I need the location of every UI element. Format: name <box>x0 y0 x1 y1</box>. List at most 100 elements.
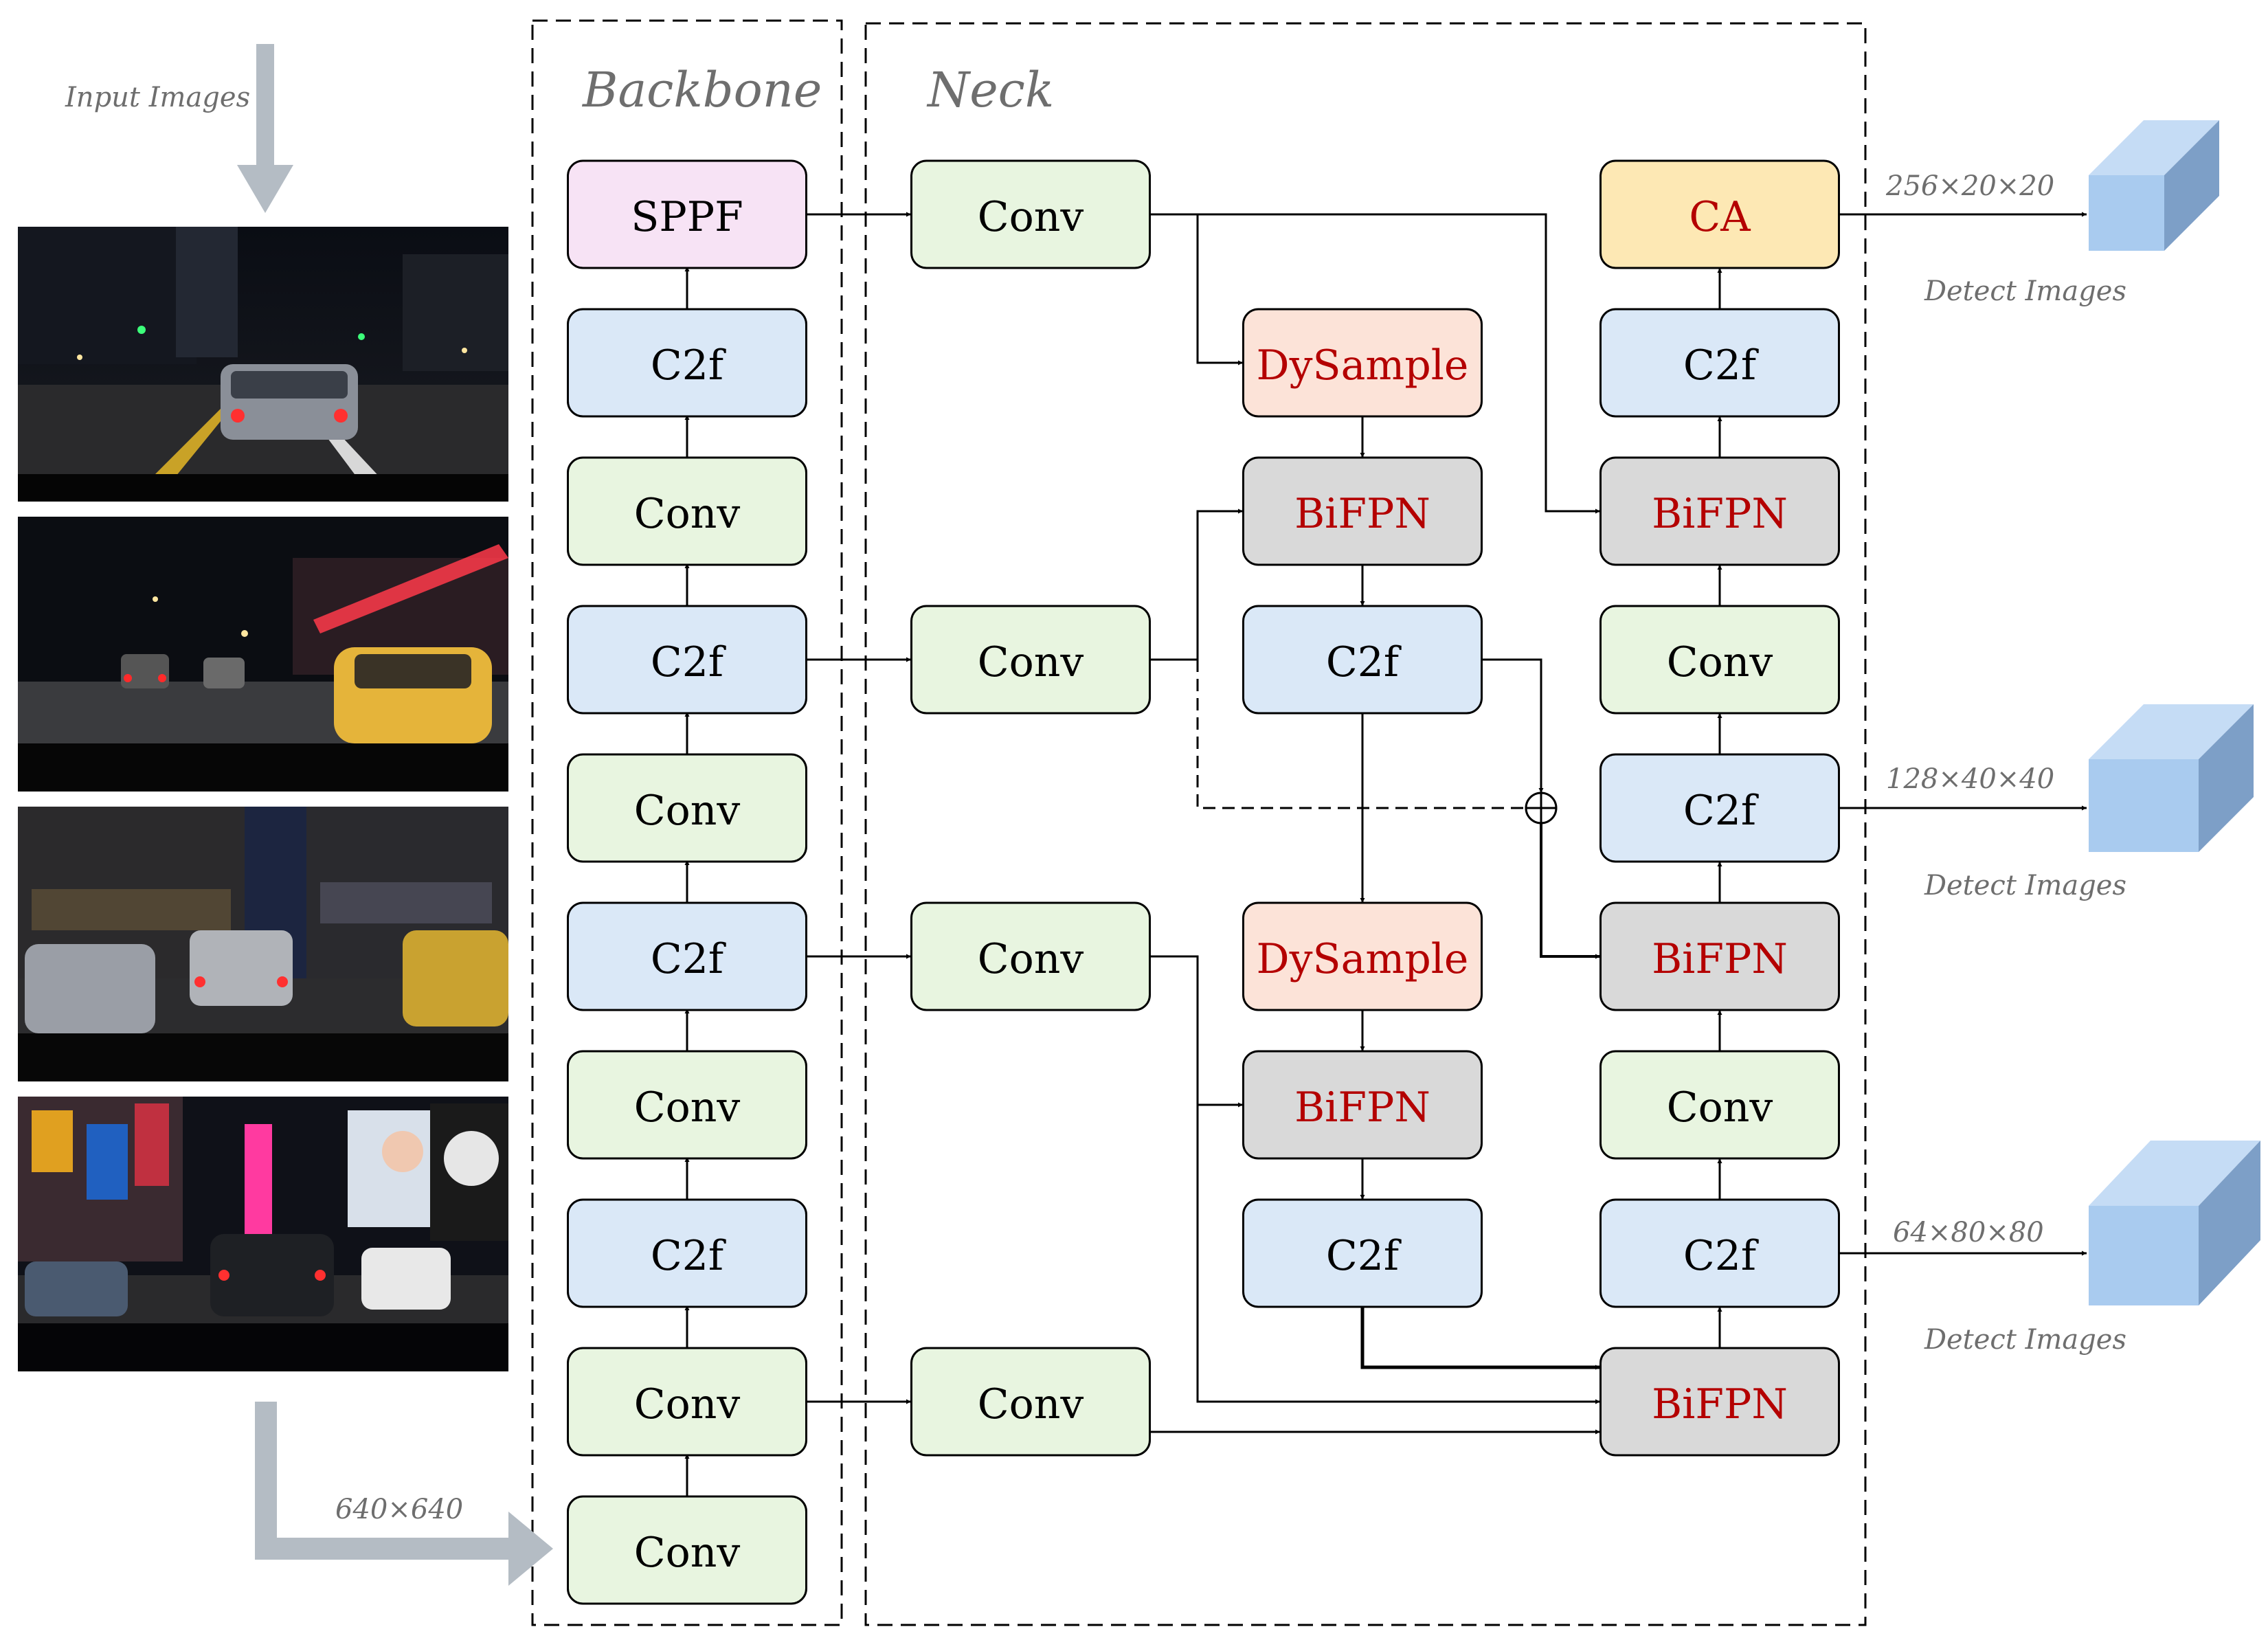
neck-right-module-5: C2f <box>1599 753 1840 863</box>
neck-right-module-6: BiFPN <box>1599 901 1840 1011</box>
night-street-scene-4 <box>18 1097 508 1371</box>
neck-conv-1-label: Conv <box>978 193 1084 241</box>
neck-right-module-2-label: C2f <box>1683 341 1759 390</box>
output-label-2: Detect Images <box>1924 870 2126 901</box>
backbone-module-1-box <box>567 159 807 269</box>
output-cube-1 <box>2089 120 2219 251</box>
neck-conv-1-box <box>910 159 1151 269</box>
input-photo-2 <box>18 517 508 792</box>
neck-conv-3-box <box>910 901 1151 1011</box>
neck-right-module-8: C2f <box>1599 1198 1840 1308</box>
neck-mid-module-2: BiFPN <box>1242 456 1483 566</box>
neck-conv-3-label: Conv <box>978 935 1084 983</box>
neck-mid-module-1-label: DySample <box>1257 341 1469 390</box>
backbone-module-1-label: SPPF <box>631 193 743 241</box>
neck-mid-module-3-box <box>1242 605 1483 715</box>
neck-mid-module-6-box <box>1242 1198 1483 1308</box>
neck-right-module-1: CA <box>1599 159 1840 269</box>
backbone-module-2: C2f <box>567 308 807 418</box>
neck-mid-module-5-box <box>1242 1050 1483 1160</box>
neck-conv-4-label: Conv <box>978 1380 1084 1428</box>
backbone-module-7: Conv <box>567 1050 807 1160</box>
edge-adder-bifpn <box>1540 823 1600 959</box>
neck-right-module-4-label: Conv <box>1667 638 1773 686</box>
output-size-3: 64×80×80 <box>1893 1217 2044 1248</box>
output-size-2: 128×40×40 <box>1886 763 2054 795</box>
neck-right-module-7: Conv <box>1599 1050 1840 1160</box>
backbone-module-6-box <box>567 901 807 1011</box>
neck-conv-2-box <box>910 605 1151 715</box>
backbone-module-3-label: Conv <box>634 490 741 538</box>
neck-right-module-2: C2f <box>1599 308 1840 418</box>
backbone-module-9-box <box>567 1347 807 1457</box>
neck-conv-2-label: Conv <box>978 638 1084 686</box>
backbone-module-9: Conv <box>567 1347 807 1457</box>
neck-right-module-1-label: CA <box>1689 193 1751 241</box>
input-arrow <box>237 44 293 213</box>
edge-conv3-bottom <box>1196 1105 1600 1404</box>
neck-right-module-9: BiFPN <box>1599 1347 1840 1457</box>
neck-mid-module-5: BiFPN <box>1242 1050 1483 1160</box>
neck-mid-module-3: C2f <box>1242 605 1483 715</box>
edge-conv1-bifpn <box>1198 213 1600 514</box>
neck-right-module-9-box <box>1599 1347 1840 1457</box>
neck-frame <box>864 22 1867 1626</box>
connections <box>684 212 2087 1496</box>
edge-conv1-dysample <box>1150 213 1243 366</box>
neck-right-module-5-box <box>1599 753 1840 863</box>
neck-mid-module-5-label: BiFPN <box>1294 1084 1430 1132</box>
neck-mid-module-4: DySample <box>1242 901 1483 1011</box>
neck-right-module-7-box <box>1599 1050 1840 1160</box>
neck-mid-module-2-box <box>1242 456 1483 566</box>
backbone-title: Backbone <box>581 62 822 118</box>
neck-right-module-9-label: BiFPN <box>1652 1380 1788 1428</box>
neck-right-module-4: Conv <box>1599 605 1840 715</box>
neck-right-module-1-box <box>1599 159 1840 269</box>
neck-conv-2: Conv <box>910 605 1151 715</box>
backbone-module-8-label: C2f <box>651 1232 726 1280</box>
neck-right-module-7-label: Conv <box>1667 1084 1773 1132</box>
neck-right-module-6-box <box>1599 901 1840 1011</box>
backbone-module-1: SPPF <box>567 159 807 269</box>
input-photo-3 <box>18 807 508 1081</box>
backbone-module-10: Conv <box>567 1495 807 1605</box>
backbone-module-2-box <box>567 308 807 418</box>
neck-mid-module-4-box <box>1242 901 1483 1011</box>
output-label-1: Detect Images <box>1924 276 2126 307</box>
backbone-module-10-box <box>567 1495 807 1605</box>
output-label-3: Detect Images <box>1924 1324 2126 1356</box>
output-cube-2 <box>2089 704 2254 852</box>
output-cube-3 <box>2089 1141 2260 1305</box>
backbone-module-8: C2f <box>567 1198 807 1308</box>
backbone-module-10-label: Conv <box>634 1529 741 1577</box>
neck-right-module-8-box <box>1599 1198 1840 1308</box>
edge-conv3-bifpn <box>1150 955 1243 1108</box>
input-size-label: 640×640 <box>335 1494 463 1525</box>
edge-conv2-skip <box>1196 660 1529 809</box>
neck-right-module-4-box <box>1599 605 1840 715</box>
backbone-module-7-label: Conv <box>634 1084 741 1132</box>
backbone-module-4: C2f <box>567 605 807 715</box>
input-photo-4 <box>18 1097 508 1371</box>
neck-right-module-2-box <box>1599 308 1840 418</box>
edge-c2f-adder <box>1482 658 1544 793</box>
neck-mid-module-4-label: DySample <box>1257 935 1469 983</box>
neck-right-module-3-label: BiFPN <box>1652 490 1788 538</box>
input-size-arrow <box>255 1402 553 1586</box>
backbone-module-8-box <box>567 1198 807 1308</box>
night-street-scene-1 <box>18 227 508 502</box>
neck-conv-4: Conv <box>910 1347 1151 1457</box>
edge-conv2-bifpn <box>1150 508 1243 661</box>
neck-right-module-5-label: C2f <box>1683 787 1759 835</box>
neck-mid-module-6-label: C2f <box>1326 1232 1402 1280</box>
adder-node <box>1525 792 1558 824</box>
neck-mid-module-6: C2f <box>1242 1198 1483 1308</box>
neck-conv-4-box <box>910 1347 1151 1457</box>
neck-right-module-8-label: C2f <box>1683 1232 1759 1280</box>
input-images-label: Input Images <box>65 82 250 113</box>
backbone-module-2-label: C2f <box>651 341 726 390</box>
